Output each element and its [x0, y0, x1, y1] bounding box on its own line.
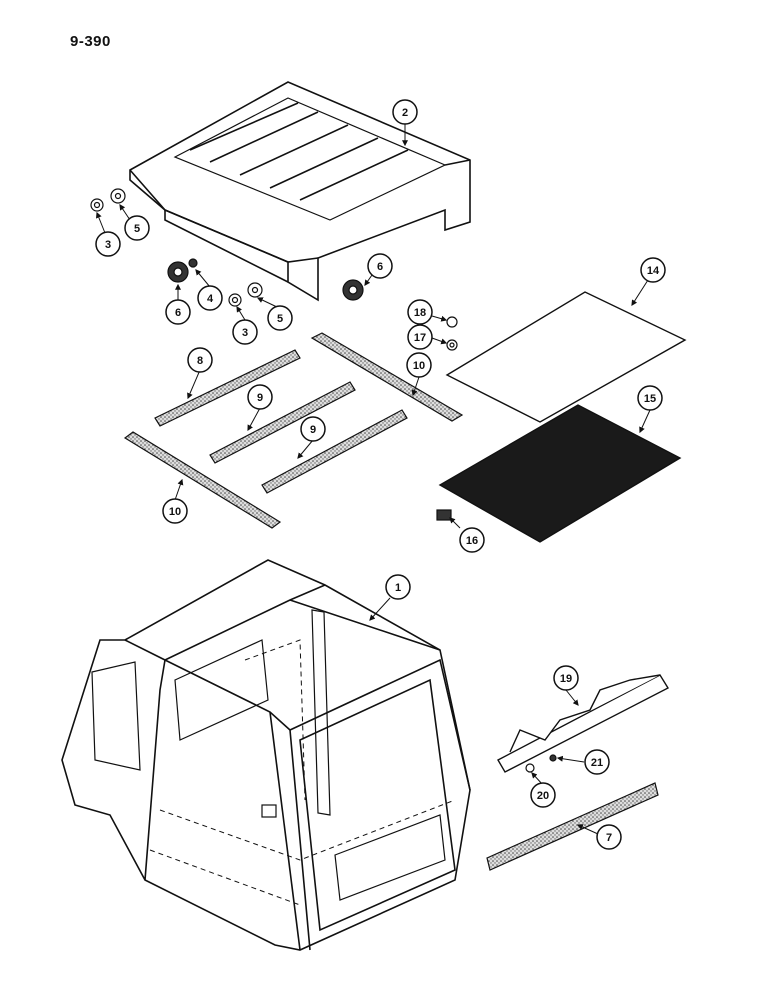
svg-text:6: 6: [175, 307, 181, 319]
seal-strip-9-upper: [209, 381, 356, 464]
svg-text:20: 20: [537, 790, 549, 802]
cab-frame: [61, 559, 471, 951]
svg-text:5: 5: [134, 223, 140, 235]
svg-text:15: 15: [644, 393, 656, 405]
callout-item-16: 16: [459, 527, 485, 553]
hardware: [90, 188, 557, 773]
svg-text:6: 6: [377, 261, 383, 273]
svg-text:17: 17: [414, 332, 426, 344]
seal-strip-7: [486, 782, 659, 871]
svg-text:14: 14: [647, 265, 660, 277]
svg-text:5: 5: [277, 313, 283, 325]
leader-lines: [95, 124, 651, 835]
svg-text:4: 4: [207, 293, 214, 305]
callout-item-10-lower: 10: [162, 498, 188, 524]
svg-text:10: 10: [169, 506, 181, 518]
callout-item-9-lower: 9: [300, 416, 326, 442]
svg-text:21: 21: [591, 757, 603, 769]
callout-item-19: 19: [553, 665, 579, 691]
svg-text:3: 3: [242, 327, 248, 339]
seal-strip-9-lower: [261, 409, 408, 494]
callouts: 1 2 3 5 6 4 6 3 5 14 18 17 8 10 9 9 15 1…: [95, 99, 666, 850]
callout-item-15: 15: [637, 385, 663, 411]
callout-item-5-mid: 5: [267, 305, 293, 331]
svg-text:9: 9: [257, 392, 263, 404]
callout-item-9-upper: 9: [247, 384, 273, 410]
callout-item-20: 20: [530, 782, 556, 808]
svg-text:7: 7: [606, 832, 612, 844]
callout-item-4: 4: [197, 285, 223, 311]
callout-item-2: 2: [392, 99, 418, 125]
seal-strip-10-upper: [310, 332, 464, 422]
svg-text:10: 10: [413, 360, 425, 372]
svg-text:9: 9: [310, 424, 316, 436]
svg-text:3: 3: [105, 239, 111, 251]
callout-item-6-left: 6: [165, 299, 191, 325]
callout-item-6-right: 6: [367, 253, 393, 279]
callout-item-8: 8: [187, 347, 213, 373]
callout-item-1: 1: [385, 574, 411, 600]
svg-text:8: 8: [197, 355, 203, 367]
insulation-mat: [438, 404, 682, 543]
roof-panel: [129, 81, 471, 302]
mounting-bracket: [497, 674, 669, 773]
callout-item-18: 18: [407, 299, 433, 325]
callout-item-21: 21: [584, 749, 610, 775]
seal-strip-10-lower: [123, 431, 282, 529]
callout-item-14: 14: [640, 257, 666, 283]
svg-text:16: 16: [466, 535, 478, 547]
callout-item-7: 7: [596, 824, 622, 850]
svg-text:1: 1: [395, 582, 401, 594]
callout-item-17: 17: [407, 324, 433, 350]
callout-item-3-mid: 3: [232, 319, 258, 345]
callout-item-10-upper: 10: [406, 352, 432, 378]
svg-text:2: 2: [402, 107, 408, 119]
headliner-panel: [445, 291, 687, 423]
callout-item-3-left: 3: [95, 231, 121, 257]
callout-item-5-left: 5: [124, 215, 150, 241]
svg-text:18: 18: [414, 307, 426, 319]
page-number: 9-390: [70, 33, 111, 50]
svg-text:19: 19: [560, 673, 572, 685]
seal-strip-8: [154, 349, 301, 427]
